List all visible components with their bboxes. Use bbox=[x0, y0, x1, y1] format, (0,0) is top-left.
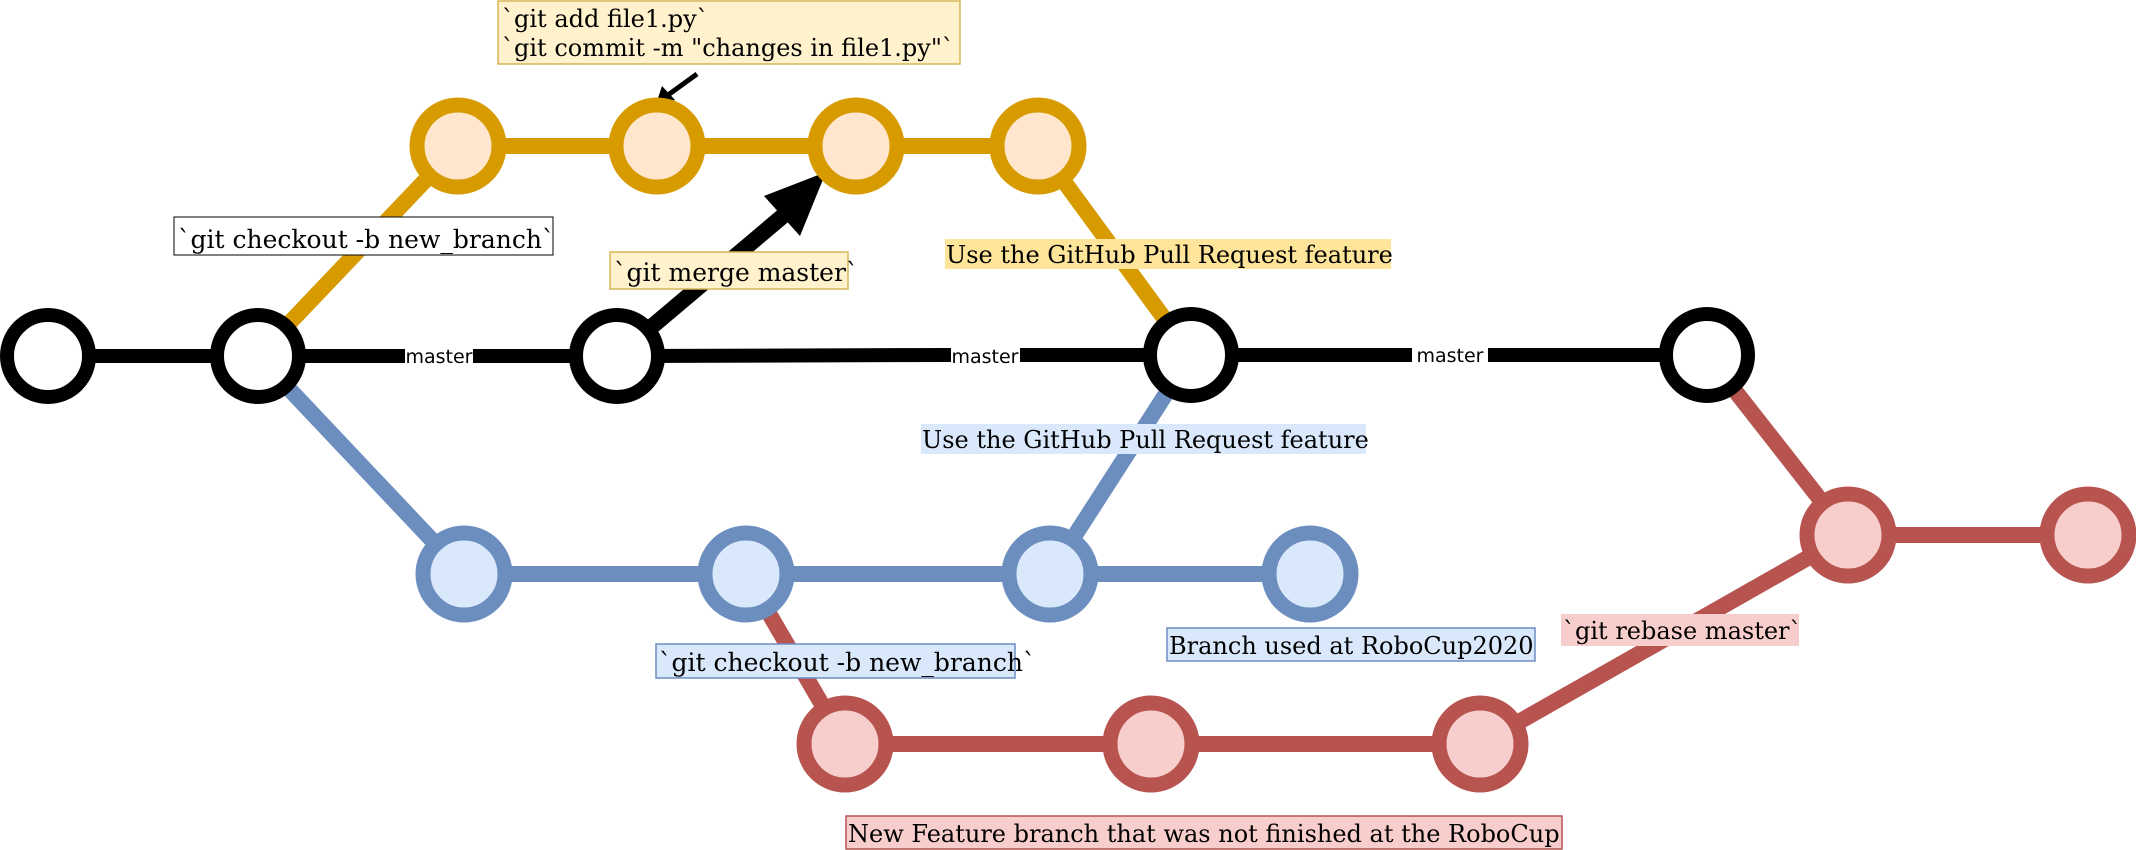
blue-commits bbox=[415, 525, 1359, 623]
master-commit-node bbox=[1659, 307, 1755, 403]
master-edge-label: master bbox=[951, 346, 1018, 368]
robocup-branch-note: Branch used at RoboCup2020 bbox=[1166, 627, 1536, 662]
master-edge bbox=[616, 348, 952, 363]
master-label-bg bbox=[951, 344, 1020, 368]
checkout-top-text: `git checkout -b new_branch` bbox=[178, 225, 554, 254]
orange-commit-node bbox=[409, 97, 507, 195]
master-edge-label: master bbox=[1416, 345, 1483, 367]
note-box bbox=[921, 424, 1366, 454]
pr-orange-note: Use the GitHub Pull Request feature bbox=[945, 239, 1393, 269]
rebase-master-text: `git rebase master` bbox=[1563, 617, 1802, 645]
blue-commit-node bbox=[415, 525, 513, 623]
master-commit-node bbox=[569, 308, 665, 404]
blue-edge bbox=[252, 350, 470, 580]
master-commit-node bbox=[1143, 307, 1239, 403]
note-box bbox=[497, 0, 961, 65]
red-commit-node bbox=[1799, 486, 1897, 584]
red-commit-node bbox=[1431, 695, 1529, 793]
orange-commits bbox=[409, 97, 1087, 195]
merge-arrow-head bbox=[764, 172, 826, 236]
blue-commit-node bbox=[697, 525, 795, 623]
red-commit-node bbox=[1102, 695, 1200, 793]
master-edge-label: master bbox=[405, 346, 472, 368]
note-box bbox=[945, 239, 1391, 269]
rebase-master-note: `git rebase master` bbox=[1561, 614, 1802, 646]
checkout-bottom-text: `git checkout -b new_branch` bbox=[659, 648, 1035, 677]
note-box bbox=[1166, 627, 1536, 662]
checkout-top-note: `git checkout -b new_branch` bbox=[173, 216, 554, 256]
master-label-bg bbox=[405, 344, 473, 368]
new-feature-note: New Feature branch that was not finished… bbox=[845, 815, 1563, 850]
note-box bbox=[609, 251, 849, 290]
blue-commit-node bbox=[1261, 525, 1359, 623]
master-commit-node bbox=[0, 308, 96, 404]
note-box bbox=[173, 216, 554, 256]
note-box bbox=[1561, 614, 1799, 646]
checkout-bottom-note: `git checkout -b new_branch` bbox=[655, 643, 1035, 679]
commit-arrow-shaft bbox=[666, 71, 699, 98]
master-label-bg bbox=[1412, 343, 1488, 367]
add-commit-line-2: `git commit -m "changes in file1.py"` bbox=[502, 34, 954, 62]
pr-blue-note: Use the GitHub Pull Request feature bbox=[921, 424, 1369, 454]
orange-commit-node bbox=[807, 97, 905, 195]
pr-orange-text: Use the GitHub Pull Request feature bbox=[946, 241, 1393, 269]
blue-branch-edges bbox=[252, 350, 1310, 582]
add-commit-note: `git add file1.py` `git commit -m "chang… bbox=[497, 0, 961, 65]
add-commit-line-1: `git add file1.py` bbox=[502, 5, 709, 33]
red-commit-node bbox=[796, 695, 894, 793]
merge-master-text: `git merge master` bbox=[614, 258, 858, 287]
pr-blue-text: Use the GitHub Pull Request feature bbox=[922, 426, 1369, 454]
orange-commit-node bbox=[989, 97, 1087, 195]
new-feature-text: New Feature branch that was not finished… bbox=[848, 820, 1560, 848]
master-commits bbox=[0, 307, 1755, 404]
robocup-branch-text: Branch used at RoboCup2020 bbox=[1169, 632, 1534, 660]
blue-commit-node bbox=[1001, 525, 1099, 623]
note-box bbox=[655, 643, 1016, 679]
red-commits bbox=[796, 486, 2136, 793]
merge-master-note: `git merge master` bbox=[609, 251, 858, 290]
note-box bbox=[845, 815, 1563, 850]
master-commit-node bbox=[210, 308, 306, 404]
red-commit-node bbox=[2039, 486, 2136, 584]
orange-commit-node bbox=[608, 97, 706, 195]
